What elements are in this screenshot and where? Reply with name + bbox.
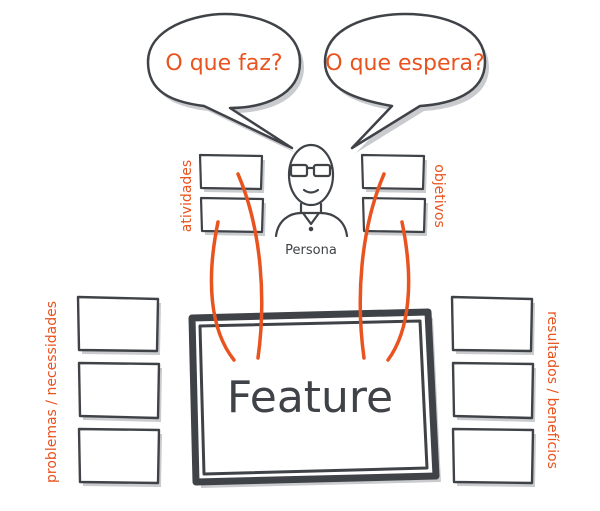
label-objetivos: objetivos	[431, 164, 447, 227]
persona-label: Persona	[285, 243, 337, 258]
card-problema-3	[77, 427, 161, 485]
connector-objetivo-2	[386, 220, 411, 362]
speech-bubble-right: O que espera?	[323, 12, 489, 153]
card-resultado-1	[450, 295, 534, 353]
problemas-cards	[76, 295, 162, 487]
resultados-cards	[450, 295, 536, 487]
connector-atividade-2	[209, 220, 236, 362]
card-objetivo-1	[360, 153, 426, 191]
card-objetivo-2	[361, 196, 427, 234]
label-atividades: atividades	[179, 160, 195, 232]
feature-box	[188, 308, 441, 488]
card-resultado-3	[451, 427, 535, 485]
bubble-right-text: O que espera?	[325, 51, 484, 76]
label-problemas: problemas / necessidades	[44, 301, 60, 483]
connector-lines	[209, 172, 411, 362]
persona-avatar-icon	[274, 143, 349, 238]
connector-atividade-1	[236, 172, 264, 360]
feature-label: Feature	[227, 372, 393, 423]
connector-objetivo-1	[358, 172, 386, 360]
card-atividade-1	[198, 153, 264, 191]
bubble-left-text: O que faz?	[165, 51, 282, 76]
card-resultado-2	[451, 361, 535, 420]
label-resultados: resultados / benefícios	[544, 311, 560, 469]
card-problema-1	[76, 295, 160, 353]
card-problema-2	[77, 361, 161, 420]
speech-bubble-left: O que faz?	[146, 12, 304, 153]
